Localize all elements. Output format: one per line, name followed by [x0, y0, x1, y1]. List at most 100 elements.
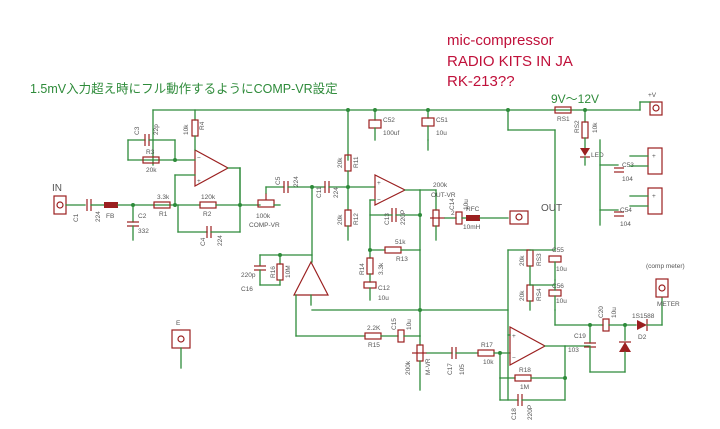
- svg-text:C15: C15: [391, 318, 398, 330]
- resistor-r18: R18 1M: [499, 352, 566, 391]
- svg-text:RS2: RS2: [574, 120, 581, 133]
- svg-text:220P: 220P: [527, 405, 534, 420]
- svg-text:RS4: RS4: [536, 288, 543, 301]
- capacitor-c51: C51 10u: [421, 117, 448, 141]
- svg-text:C55: C55: [552, 247, 564, 254]
- supply-voltage-label: 9V～12V: [551, 92, 599, 106]
- svg-text:C20: C20: [598, 306, 605, 318]
- svg-text:20k: 20k: [337, 214, 344, 225]
- svg-text:51k: 51k: [395, 239, 406, 246]
- svg-text:D2: D2: [638, 334, 647, 341]
- design-note: 1.5mV入力超え時にフル動作するようにCOMP-VR設定: [30, 81, 338, 96]
- svg-text:3.3k: 3.3k: [378, 262, 385, 275]
- svg-text:C2: C2: [138, 213, 147, 220]
- svg-text:2.2K: 2.2K: [367, 325, 381, 332]
- svg-text:220p: 220p: [241, 272, 256, 279]
- svg-text:C54: C54: [620, 207, 632, 214]
- resistor-r17: R17 10k: [477, 342, 511, 366]
- svg-text:−: −: [197, 155, 201, 162]
- svg-text:RFC: RFC: [466, 206, 480, 213]
- svg-text:100uf: 100uf: [383, 130, 399, 137]
- svg-text:C16: C16: [241, 286, 253, 293]
- svg-text:M-VR: M-VR: [425, 358, 432, 375]
- svg-text:C3: C3: [134, 126, 141, 135]
- svg-text:10u: 10u: [406, 319, 413, 330]
- svg-text:C14: C14: [449, 198, 456, 210]
- svg-text:104: 104: [620, 221, 631, 228]
- svg-text:R18: R18: [519, 367, 531, 374]
- output-connector: OUT: [509, 203, 562, 225]
- svg-text:1M: 1M: [520, 384, 529, 391]
- resistor-rs2: RS2 10k: [574, 120, 599, 149]
- svg-text:OUT-VR: OUT-VR: [431, 192, 456, 199]
- svg-text:+: +: [377, 180, 381, 187]
- capacitor-c14: C14 10u: [444, 198, 470, 225]
- svg-text:C12: C12: [378, 285, 390, 292]
- svg-text:3.3k: 3.3k: [157, 194, 170, 201]
- ferrite-bead-fb: FB: [104, 202, 118, 220]
- svg-text:R17: R17: [481, 342, 493, 349]
- svg-text:R14: R14: [359, 263, 366, 275]
- svg-text:COMP-VR: COMP-VR: [249, 222, 280, 229]
- svg-text:10u: 10u: [611, 307, 618, 318]
- svg-text:R16: R16: [270, 266, 277, 278]
- svg-text:C17: C17: [447, 363, 454, 375]
- svg-text:10u: 10u: [378, 295, 389, 302]
- svg-text:R3: R3: [146, 149, 155, 156]
- svg-text:R13: R13: [396, 256, 408, 263]
- title-line-3: RK-213??: [447, 73, 515, 90]
- svg-text:R11: R11: [353, 156, 360, 168]
- svg-text:R2: R2: [203, 211, 212, 218]
- svg-text:20k: 20k: [146, 167, 157, 174]
- svg-text:(comp meter): (comp meter): [646, 263, 685, 270]
- resistor-rs3: 20k RS3: [507, 249, 543, 286]
- svg-text:2: 2: [451, 210, 455, 217]
- capacitor-c13: C13 220P: [369, 199, 421, 251]
- svg-text:20k: 20k: [519, 290, 526, 301]
- svg-text:C5: C5: [275, 176, 282, 185]
- svg-text:10mH: 10mH: [463, 224, 481, 231]
- capacitor-c12: C12 10u: [363, 281, 390, 302]
- svg-text:224: 224: [95, 211, 102, 222]
- capacitor-c2: C2 332: [127, 204, 149, 241]
- output-label: OUT: [541, 203, 562, 214]
- svg-text:R15: R15: [368, 342, 380, 349]
- resistor-r13: 51k R13: [369, 239, 421, 263]
- resistor-r11: 20k R11: [337, 154, 360, 188]
- svg-text:10M: 10M: [285, 265, 292, 278]
- ground-connector-e: E: [171, 320, 191, 369]
- svg-text:224: 224: [333, 187, 340, 198]
- capacitor-c11: C11 224: [316, 181, 376, 198]
- svg-text:+: +: [652, 193, 656, 200]
- svg-text:−: −: [512, 355, 516, 362]
- power-connector-2: +: [629, 187, 663, 215]
- capacitor-c16: 220p C16: [241, 254, 313, 293]
- svg-text:R1: R1: [159, 211, 168, 218]
- svg-text:10k: 10k: [183, 124, 190, 135]
- svg-text:C1: C1: [73, 213, 80, 222]
- svg-text:332: 332: [138, 228, 149, 235]
- svg-text:200k: 200k: [433, 182, 448, 189]
- svg-text:RS3: RS3: [536, 253, 543, 266]
- svg-text:C53: C53: [622, 162, 634, 169]
- resistor-rs4: 20k RS4: [519, 284, 543, 311]
- svg-text:10k: 10k: [483, 359, 494, 366]
- svg-text:+V: +V: [648, 92, 657, 99]
- capacitor-c15: C15 10u: [391, 318, 421, 343]
- svg-text:200k: 200k: [405, 360, 412, 375]
- opamp-u4: + −: [507, 325, 566, 401]
- svg-text:104: 104: [622, 176, 633, 183]
- resistor-r4: 10k R4: [183, 119, 206, 151]
- svg-text:FB: FB: [106, 213, 114, 220]
- resistor-r3: R3 20k: [127, 149, 176, 174]
- opamp-u2: + −: [374, 174, 421, 251]
- capacitor-c20: C20 10u: [589, 306, 637, 332]
- svg-text:RS1: RS1: [557, 116, 570, 123]
- resistor-rs1: RS1: [554, 106, 572, 123]
- svg-text:22p: 22p: [153, 124, 160, 135]
- svg-text:224: 224: [293, 176, 300, 187]
- resistor-r14: R14 3.3k: [359, 249, 385, 283]
- svg-text:+: +: [652, 153, 656, 160]
- svg-text:10u: 10u: [556, 266, 567, 273]
